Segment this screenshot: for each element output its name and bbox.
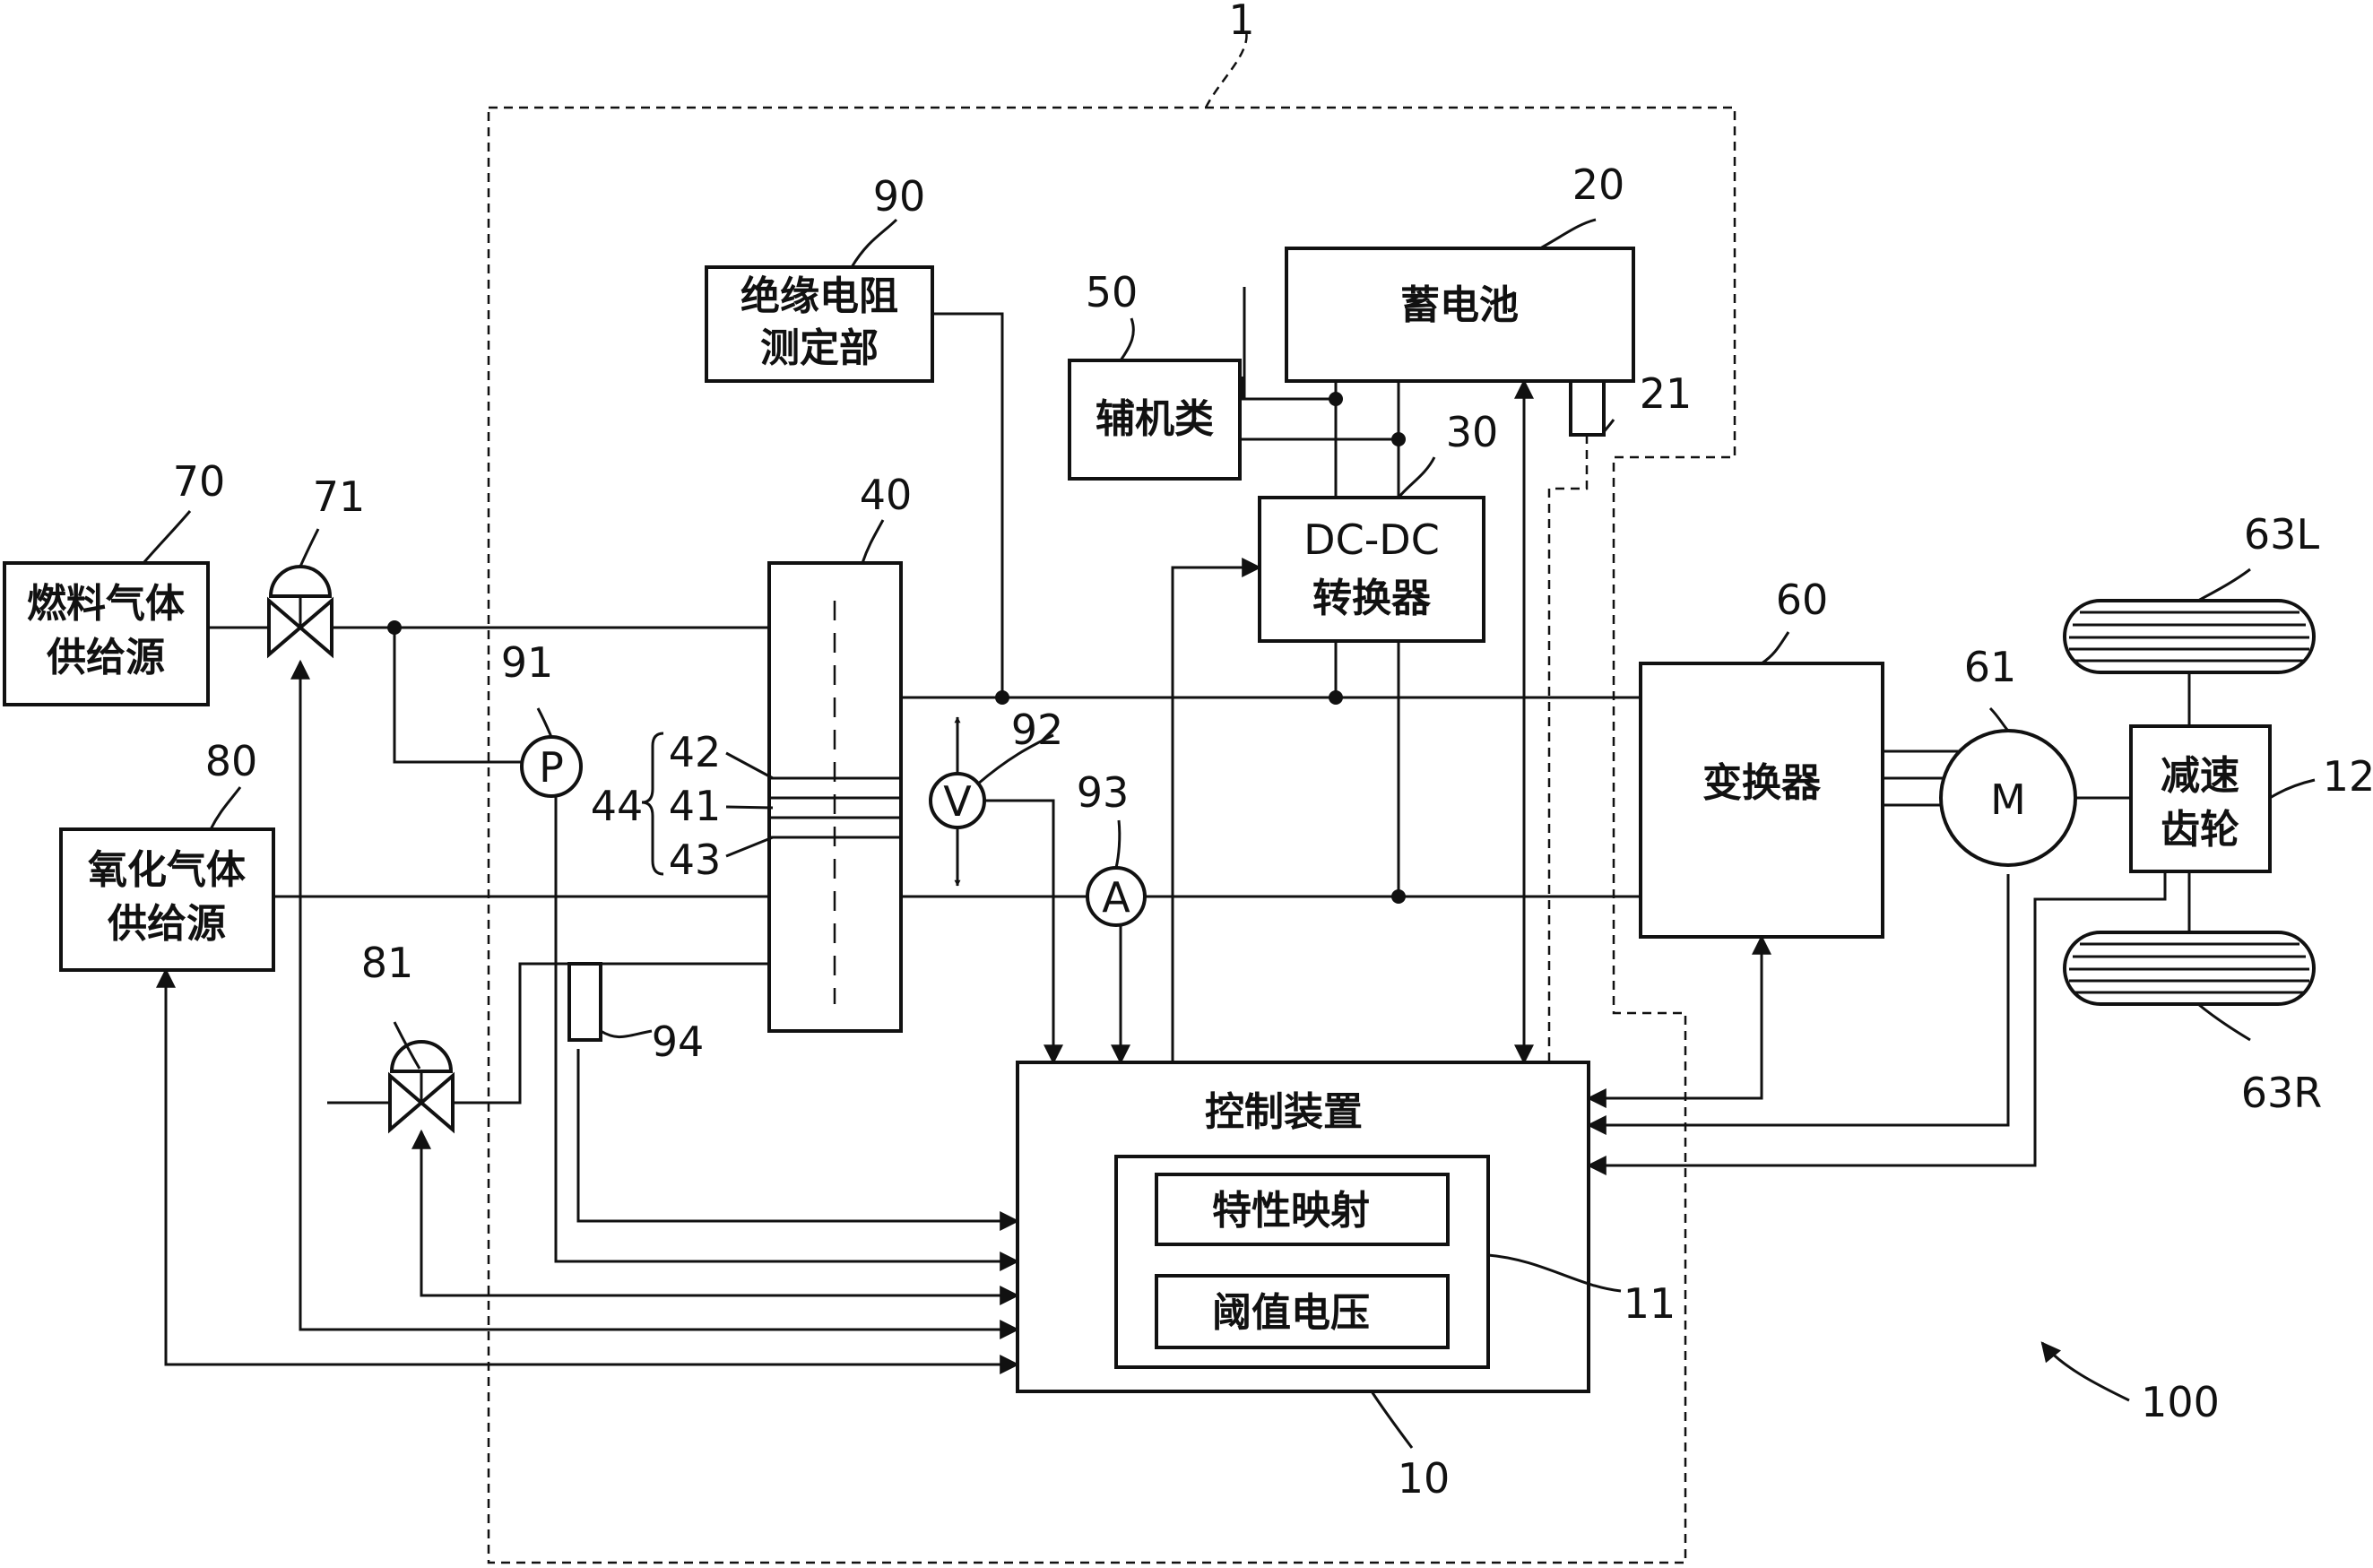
label-voltmeter: 92 <box>1011 706 1064 754</box>
label-pressure-sensor: 91 <box>501 638 554 687</box>
label-wheel-right: 63R <box>2241 1069 2323 1117</box>
svg-text:阈值电压: 阈值电压 <box>1212 1290 1370 1336</box>
label-system: 1 <box>1228 0 1254 44</box>
label-cell-42: 42 <box>669 728 722 776</box>
ammeter: A <box>1086 866 1147 927</box>
motor: M <box>1939 729 2077 867</box>
label-cell-41: 41 <box>669 782 722 830</box>
junction-dots <box>387 392 1406 904</box>
label-flow-sensor: 94 <box>652 1018 705 1066</box>
oxidant-valve <box>388 1040 455 1134</box>
label-fuel-valve: 71 <box>313 472 366 521</box>
label-aux: 50 <box>1086 268 1139 316</box>
svg-text:氧化气体: 氧化气体 <box>88 847 246 893</box>
fuel-cell-stack <box>767 561 903 1033</box>
insulation-resistance-block: 绝缘电阻 测定部 <box>705 265 934 383</box>
svg-text:M: M <box>1990 775 2026 824</box>
reference-numerals: 1 90 20 50 21 30 40 70 71 80 81 91 92 93… <box>173 0 2373 1503</box>
wheel-left <box>2063 599 2316 674</box>
svg-text:变换器: 变换器 <box>1702 760 1822 806</box>
svg-text:特性映射: 特性映射 <box>1212 1188 1370 1234</box>
svg-text:控制装置: 控制装置 <box>1205 1089 1363 1135</box>
label-fuel-source: 70 <box>173 457 226 506</box>
dcdc-converter-block: DC-DC 转换器 <box>1258 496 1485 643</box>
svg-text:测定部: 测定部 <box>760 325 879 371</box>
reduction-gear-block: 减速 齿轮 <box>2129 724 2272 873</box>
aux-machines-block: 辅机类 <box>1068 359 1242 481</box>
leader-lines <box>142 218 2316 1449</box>
inverter-block: 变换器 <box>1639 662 1884 939</box>
svg-text:绝缘电阻: 绝缘电阻 <box>740 273 898 319</box>
label-map-group: 11 <box>1624 1279 1676 1328</box>
svg-text:减速: 减速 <box>2161 753 2239 799</box>
label-battery-sensor: 21 <box>1640 369 1693 418</box>
label-ammeter: 93 <box>1077 768 1130 817</box>
battery-sensor-signal <box>1547 435 1589 1062</box>
svg-text:DC-DC: DC-DC <box>1303 515 1440 564</box>
fuel-gas-source-block: 燃料气体 供给源 <box>3 561 210 706</box>
label-battery: 20 <box>1572 160 1625 209</box>
controller-block: 控制装置 特性映射 阈值电压 <box>1016 1061 1590 1393</box>
label-wheel-left: 63L <box>2244 510 2320 559</box>
oxidant-gas-source-block: 氧化气体 供给源 <box>59 827 275 972</box>
svg-text:供给源: 供给源 <box>108 901 226 947</box>
pressure-sensor: P <box>520 735 583 798</box>
label-oxidant-source: 80 <box>205 737 258 785</box>
svg-text:辅机类: 辅机类 <box>1096 396 1214 442</box>
svg-text:P: P <box>539 743 564 792</box>
label-vehicle: 100 <box>2141 1378 2220 1426</box>
label-oxidant-valve: 81 <box>361 939 414 987</box>
svg-text:转换器: 转换器 <box>1312 576 1432 621</box>
svg-text:V: V <box>943 777 972 826</box>
label-gear: 12 <box>2323 752 2373 801</box>
flow-sensor <box>567 962 602 1042</box>
fuel-valve <box>267 565 333 659</box>
label-inverter: 60 <box>1776 576 1829 624</box>
svg-text:蓄电池: 蓄电池 <box>1400 282 1519 328</box>
svg-text:燃料气体: 燃料气体 <box>27 581 185 627</box>
aux-link-wires <box>1240 397 1399 441</box>
label-cell-43: 43 <box>669 836 722 884</box>
voltmeter: V <box>929 772 986 829</box>
svg-text:供给源: 供给源 <box>47 635 165 680</box>
svg-text:齿轮: 齿轮 <box>2161 807 2239 853</box>
label-motor: 61 <box>1964 643 2017 691</box>
label-dcdc: 30 <box>1446 408 1499 456</box>
label-insulation: 90 <box>873 172 926 221</box>
cell-group-bracket <box>641 732 664 876</box>
svg-text:A: A <box>1102 873 1130 922</box>
label-cell-group: 44 <box>591 782 644 830</box>
label-controller: 10 <box>1398 1454 1451 1503</box>
wheel-right <box>2063 931 2316 1006</box>
battery-block: 蓄电池 <box>1285 247 1635 383</box>
label-stack: 40 <box>860 471 913 519</box>
battery-sensor <box>1569 379 1606 437</box>
